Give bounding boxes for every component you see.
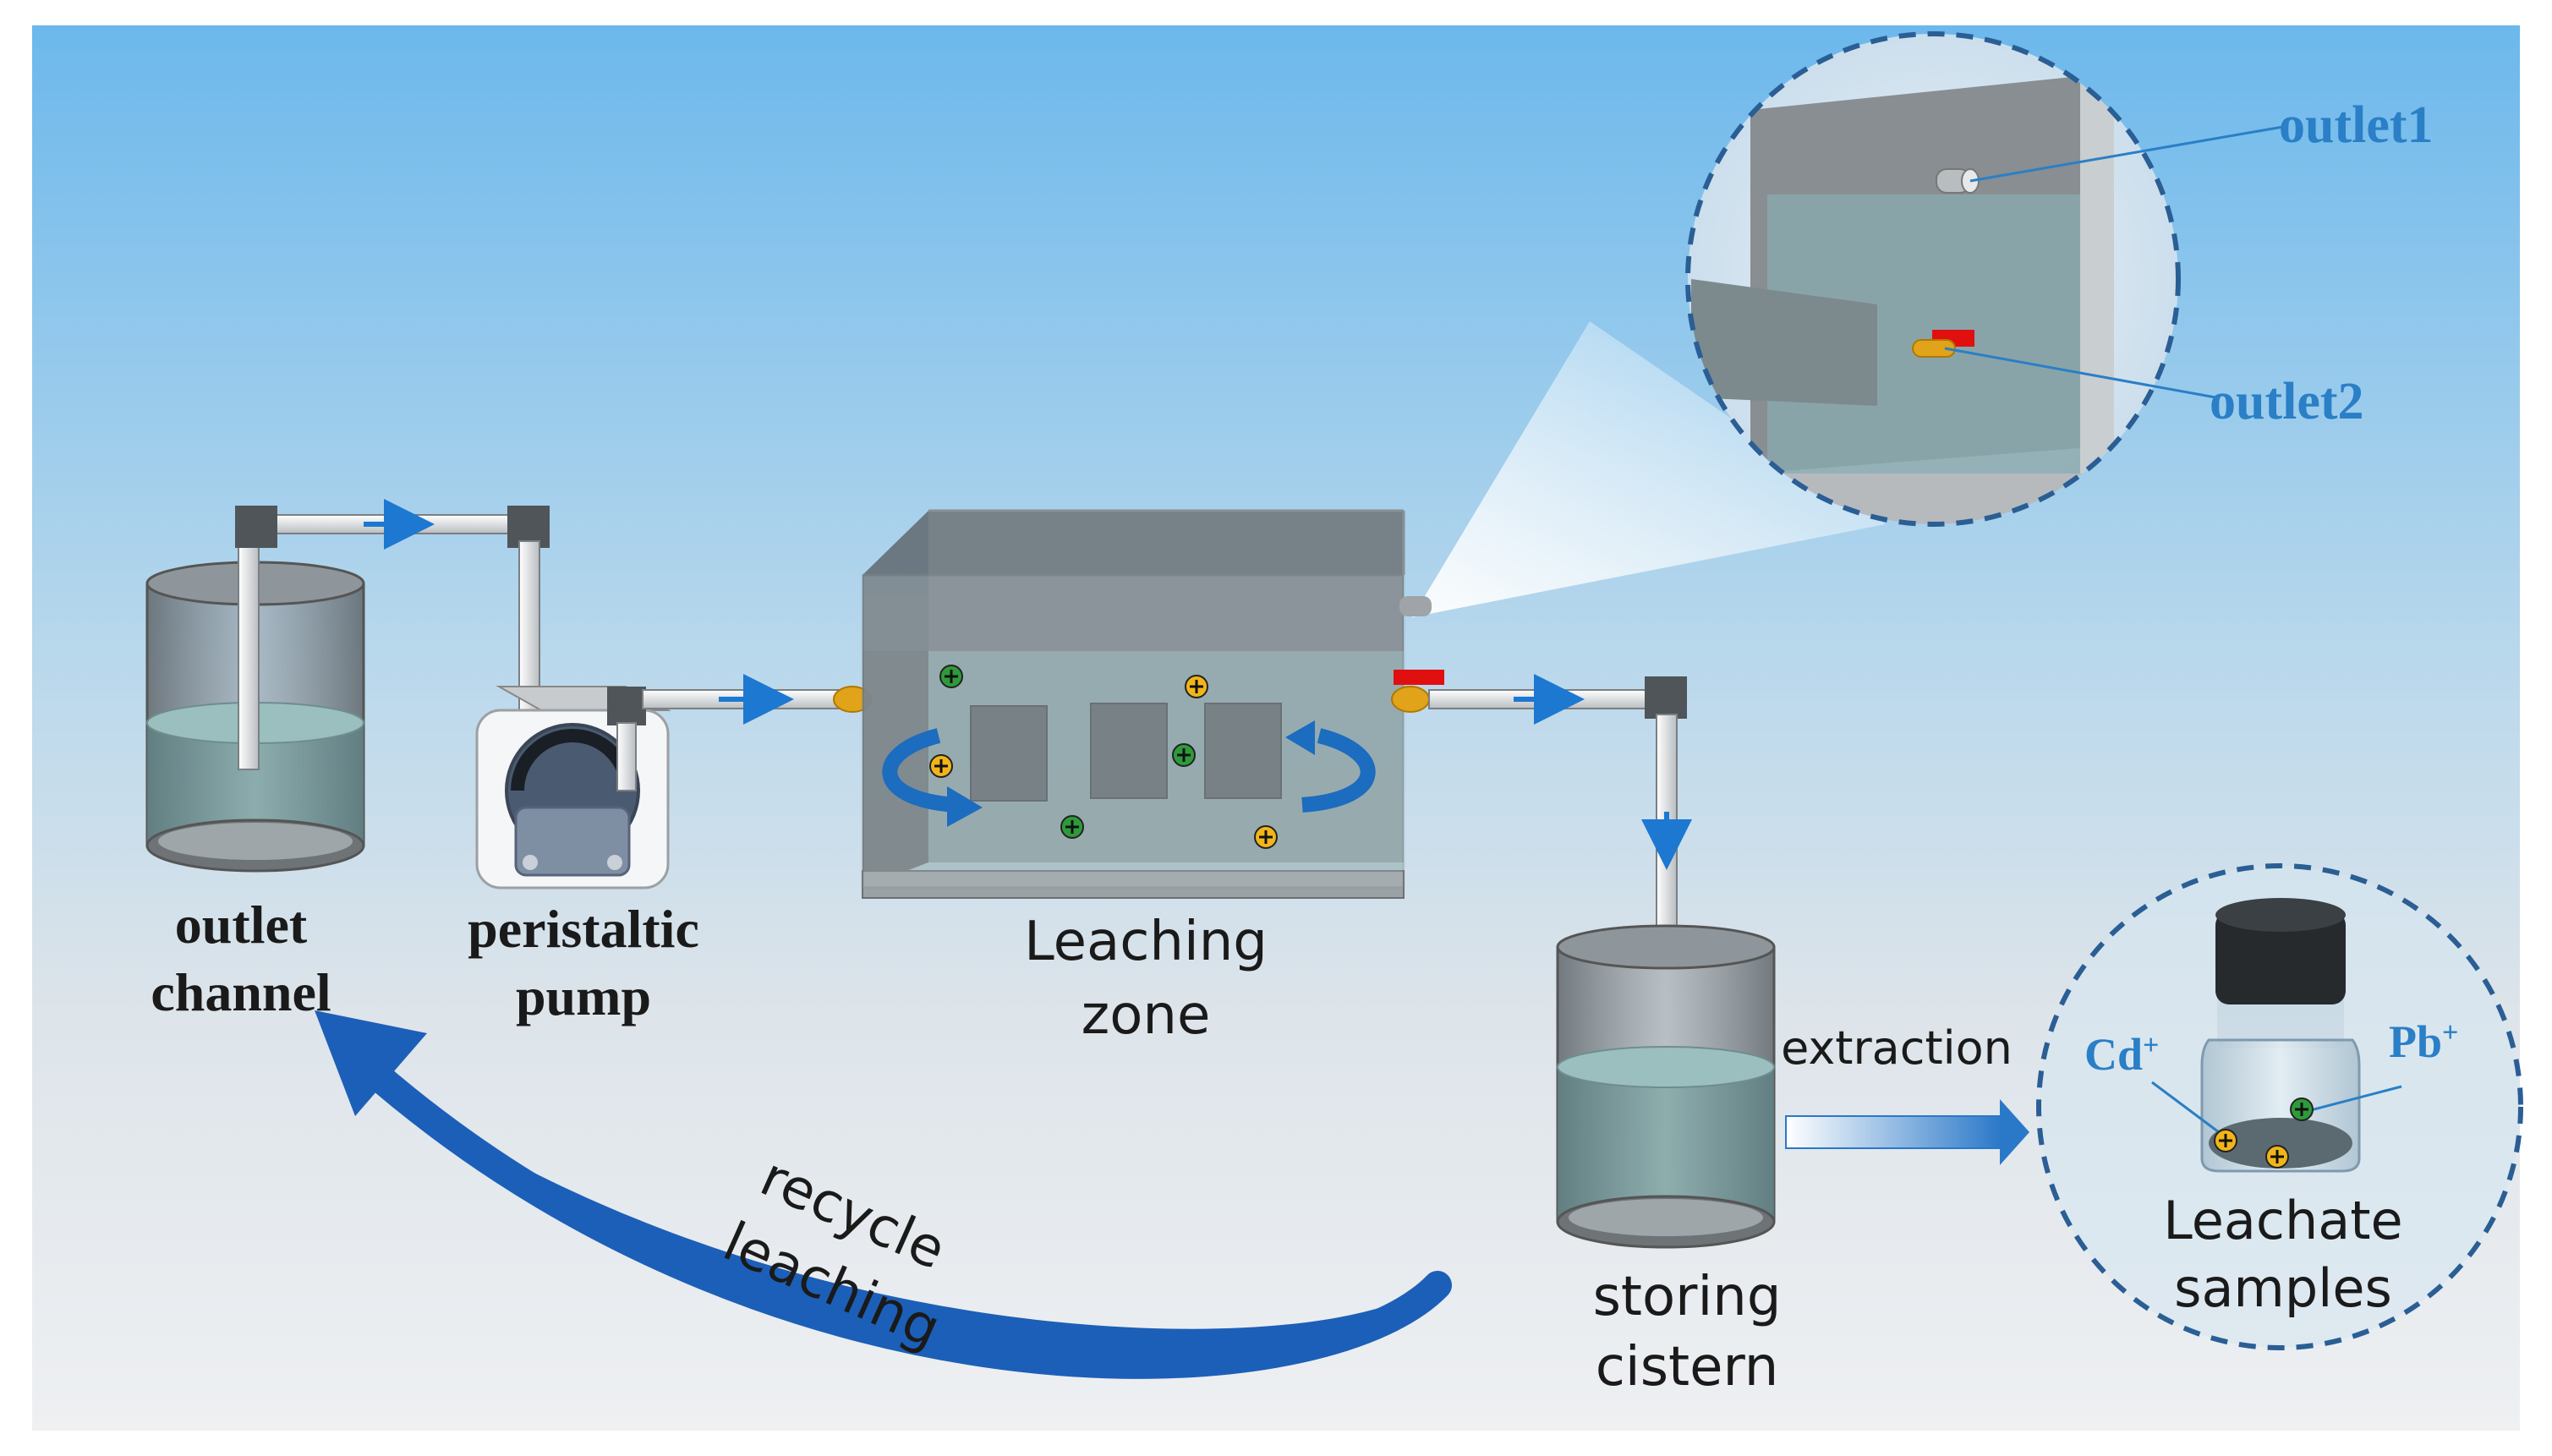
label-leaching-zone-1: Leaching [1024,911,1268,973]
label-storing-cistern-1: storing [1593,1266,1782,1328]
label-leachate-samples-1: Leachate [2163,1190,2402,1251]
ion-marker-green [939,665,963,688]
label-cd-charge: + [2143,1030,2159,1061]
ion-marker-green [2290,1097,2314,1121]
label-pb-symbol: Pb [2389,1016,2442,1067]
leaching-zone-tank [861,509,1444,899]
ion-marker-green [1060,815,1084,839]
label-outlet2: outlet2 [2210,373,2364,430]
label-leachate-samples-2: samples [2174,1257,2392,1319]
pipe-tank-to-pump [235,499,550,770]
circulation-arrows [882,720,1376,827]
extraction-arrow [1785,1099,2029,1165]
label-extraction: extraction [1781,1021,2013,1075]
peristaltic-pump [475,686,671,889]
ion-markers [929,665,2314,1169]
leachate-samples-circle [2036,863,2523,1350]
label-cd-symbol: Cd [2084,1029,2143,1080]
storing-cistern-tank [1556,924,1776,1249]
label-cd-ion: Cd+ [2084,1029,2159,1080]
pipe-zone-to-cistern [1428,674,1692,956]
label-outlet1: outlet1 [2279,96,2434,154]
label-pb-ion: Pb+ [2389,1016,2458,1067]
zoom-beam [1412,321,1886,617]
outlet-zoom-circle [1685,31,2284,527]
ion-marker-green [1172,743,1196,767]
label-peristaltic-pump-1: peristaltic [468,899,699,959]
ion-marker-yellow [2214,1129,2237,1152]
label-outlet-channel-1: outlet [175,895,308,955]
pipe-pump-to-zone [642,674,872,725]
label-storing-cistern-2: cistern [1596,1336,1779,1399]
recycle-arrow [315,1010,1452,1379]
label-pb-charge: + [2442,1017,2458,1048]
label-outlet-channel-2: channel [151,962,331,1022]
ion-marker-yellow [929,754,953,778]
ion-marker-yellow [1254,825,1278,849]
ion-marker-yellow [1185,675,1208,698]
ion-marker-yellow [2265,1145,2289,1169]
label-leaching-zone-2: zone [1082,984,1211,1047]
label-peristaltic-pump-2: pump [516,966,651,1026]
